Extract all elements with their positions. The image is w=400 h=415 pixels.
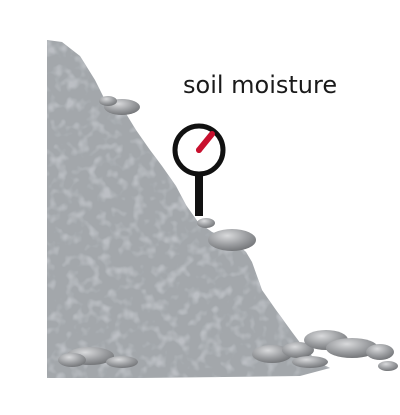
soil-moisture-gauge-icon — [172, 123, 226, 216]
rock-icon — [99, 96, 140, 115]
soil-moisture-label: soil moisture — [183, 71, 337, 99]
rock-icon — [252, 330, 398, 371]
rock-icon — [58, 347, 138, 368]
hill-slope — [47, 40, 330, 378]
rock-icon — [197, 218, 256, 251]
